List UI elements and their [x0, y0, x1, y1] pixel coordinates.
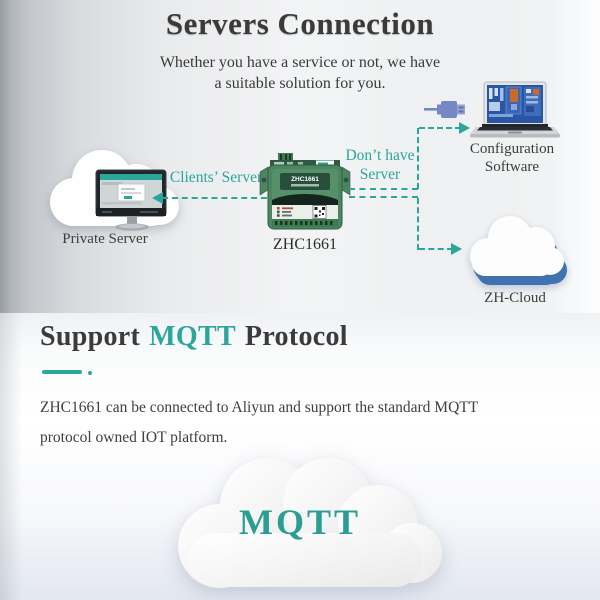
configuration-software-laptop-icon: [470, 81, 560, 138]
cloud-arrowhead-icon: [451, 243, 462, 255]
dashed-line-vertical-down: [417, 198, 419, 250]
mqtt-paragraph: ZHC1661 can be connected to Aliyun and s…: [40, 393, 575, 453]
mqtt-heading-highlight: MQTT: [149, 321, 236, 352]
dashed-line-vertical-up: [417, 128, 419, 189]
mqtt-heading-prefix: Support: [40, 321, 141, 352]
banner-subtitle: Whether you have a service or not, we ha…: [0, 52, 600, 94]
clients-server-label: Clients’ Server: [169, 169, 263, 186]
device-dashed-line-upper: [349, 188, 418, 190]
mqtt-paragraph-line1: ZHC1661 can be connected to Aliyun and s…: [40, 399, 479, 416]
banner-title: Servers Connection: [165, 6, 435, 41]
banner-subtitle-line1: Whether you have a service or not, we ha…: [159, 54, 441, 71]
dashed-line-to-cloud: [419, 248, 453, 250]
banner-subtitle-line2: a suitable solution for you.: [214, 75, 386, 92]
mqtt-heading-suffix: Protocol: [244, 321, 348, 352]
dont-have-server-line2: Server: [359, 166, 401, 183]
mqtt-cloud-text: MQTT: [238, 502, 361, 542]
mqtt-cloud-icon: [178, 458, 442, 588]
dont-have-server-line1: Don’t have: [345, 147, 415, 164]
heading-underline-dot: [88, 371, 92, 375]
zh-cloud-label: ZH-Cloud: [484, 290, 546, 306]
mqtt-paragraph-line2: protocol owned IOT platform.: [40, 429, 228, 446]
heading-underline: [42, 370, 82, 374]
configuration-software-label: Configuration Software: [462, 140, 562, 176]
laptop-arrowhead-icon: [459, 122, 470, 134]
dashed-line-to-laptop: [419, 127, 461, 129]
zhc1661-device-image: ZHC1661: [259, 153, 351, 230]
private-server-label: Private Server: [62, 231, 148, 247]
usb-connector-icon: [424, 101, 465, 118]
zh-cloud-icon: [470, 216, 567, 285]
servers-connection-banner: Servers Connection Whether you have a se…: [0, 0, 600, 313]
device-plate-text: ZHC1661: [291, 176, 319, 183]
private-server-monitor-icon: [95, 169, 167, 231]
mqtt-heading: Support MQTT Protocol: [40, 321, 348, 353]
clients-server-arrowhead-icon: [152, 192, 163, 204]
device-qr-code: [312, 205, 327, 219]
configuration-software-line1: Configuration: [469, 141, 555, 157]
clients-server-dashed-line: [162, 197, 267, 199]
dont-have-server-label: Don’t have Server: [334, 146, 426, 184]
device-dashed-line-lower: [349, 196, 418, 198]
configuration-software-line2: Software: [484, 159, 540, 175]
device-label: ZHC1661: [273, 236, 337, 253]
